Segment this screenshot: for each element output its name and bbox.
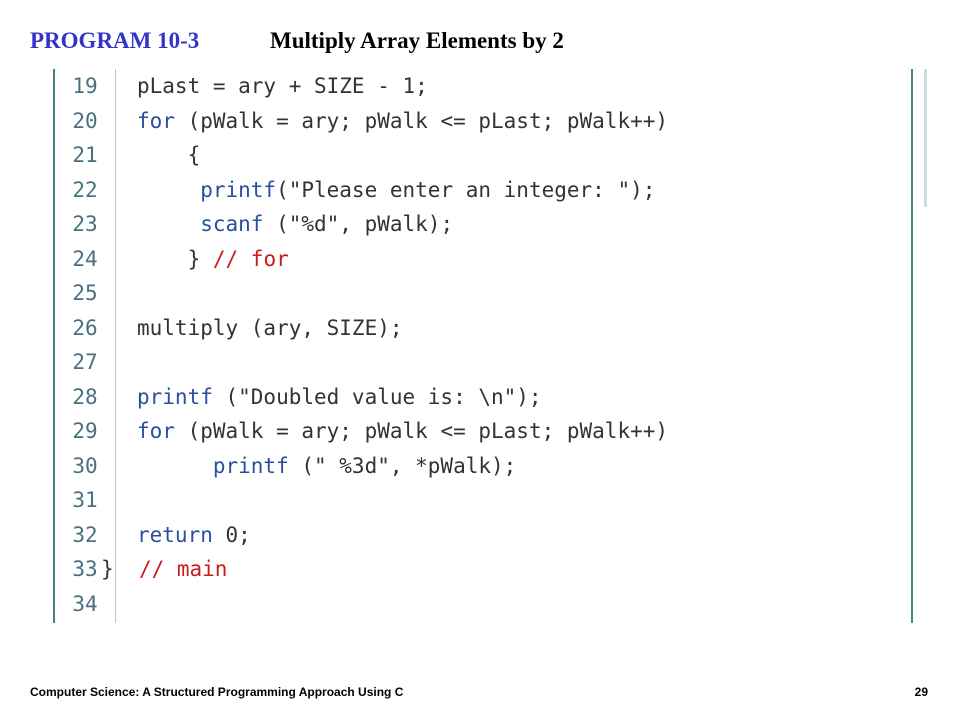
code-keyword: for (137, 419, 175, 443)
code-line: 34 (55, 587, 911, 621)
code-token: pLast = ary + SIZE - 1; (137, 74, 428, 98)
code-keyword: printf (212, 453, 289, 478)
code-text: } // main (101, 552, 227, 586)
previous-page-edge (924, 69, 927, 207)
code-comment: // main (138, 557, 228, 581)
code-line: 24 } // for (55, 242, 911, 276)
line-number: 26 (72, 315, 98, 340)
code-indent (137, 247, 188, 271)
code-line: 23 scanf ("%d", pWalk); (55, 207, 911, 241)
code-line: 25 (55, 276, 911, 310)
code-line: 28 printf ("Doubled value is: \n"); (55, 380, 911, 414)
footer-page-number: 29 (914, 685, 928, 699)
code-text: scanf ("%d", pWalk); (137, 207, 453, 241)
line-number: 31 (72, 488, 98, 512)
line-number: 24 (72, 246, 98, 271)
code-line: 20 for (pWalk = ary; pWalk <= pLast; pWal… (55, 104, 911, 138)
gutter-divider (115, 69, 116, 623)
code-comment: // for (212, 246, 289, 271)
code-text: pLast = ary + SIZE - 1; (137, 69, 428, 103)
code-indent (137, 454, 213, 478)
line-number: 23 (72, 212, 98, 236)
code-line: 22 printf("Please enter an integer: "); (55, 173, 911, 207)
code-token: ("%d", pWalk); (263, 212, 454, 236)
code-indent (137, 178, 200, 202)
line-number: 29 (72, 419, 98, 443)
code-indent (137, 143, 188, 167)
code-token: (" %3d", *pWalk); (288, 453, 517, 478)
code-token: 0; (212, 522, 251, 547)
code-keyword: return (137, 522, 213, 547)
code-line: 27 (55, 345, 911, 379)
line-number: 32 (72, 522, 98, 547)
code-keyword: printf (200, 177, 277, 202)
code-keyword: printf (137, 384, 213, 409)
program-title: Multiply Array Elements by 2 (270, 28, 564, 53)
code-text: printf ("Doubled value is: \n"); (137, 380, 542, 414)
code-token: (pWalk = ary; pWalk <= pLast; pWalk++) (174, 108, 669, 133)
line-number: 25 (72, 281, 98, 305)
code-text: } // for (137, 242, 289, 276)
code-line: 31 (55, 483, 911, 517)
code-token: ("Doubled value is: \n"); (212, 384, 542, 409)
code-token: (pWalk = ary; pWalk <= pLast; pWalk++) (174, 419, 669, 443)
code-token: ("Please enter an integer: "); (276, 177, 656, 202)
code-listing: 19 pLast = ary + SIZE - 1; 20 for (pWalk = … (53, 69, 913, 623)
code-text: { (137, 138, 201, 172)
code-token: } (187, 246, 213, 271)
line-number: 21 (72, 143, 98, 167)
code-indent (137, 212, 200, 236)
code-line: 29 for (pWalk = ary; pWalk <= pLast; pWal… (55, 414, 911, 448)
program-number: PROGRAM 10-3 (30, 28, 200, 53)
code-line: 32 return 0; (55, 518, 911, 552)
line-number: 20 (72, 108, 98, 133)
code-text: return 0; (137, 518, 251, 552)
code-text: for (pWalk = ary; pWalk <= pLast; pWalk+… (137, 104, 668, 138)
line-number: 27 (72, 350, 98, 374)
code-text: printf (" %3d", *pWalk); (137, 449, 516, 483)
code-token: { (187, 143, 201, 167)
code-line: 30 printf (" %3d", *pWalk); (55, 449, 911, 483)
footer-book-title: Computer Science: A Structured Programmi… (30, 685, 404, 699)
code-text: printf("Please enter an integer: "); (137, 173, 655, 207)
code-line: 33} // main (55, 552, 911, 586)
line-number: 33 (72, 557, 98, 581)
code-line: 21 { (55, 138, 911, 172)
code-token: multiply (ary, SIZE); (137, 315, 403, 340)
code-text: multiply (ary, SIZE); (137, 311, 403, 345)
code-line: 26 multiply (ary, SIZE); (55, 311, 911, 345)
code-keyword: scanf (200, 212, 264, 236)
code-line: 19 pLast = ary + SIZE - 1; (55, 69, 911, 103)
code-token: } (101, 557, 139, 581)
line-number: 30 (72, 453, 98, 478)
code-keyword: for (137, 108, 175, 133)
line-number: 28 (72, 384, 98, 409)
code-text: for (pWalk = ary; pWalk <= pLast; pWalk+… (137, 414, 668, 448)
line-number: 22 (72, 177, 98, 202)
line-number: 34 (72, 591, 98, 616)
line-number: 19 (72, 74, 98, 98)
